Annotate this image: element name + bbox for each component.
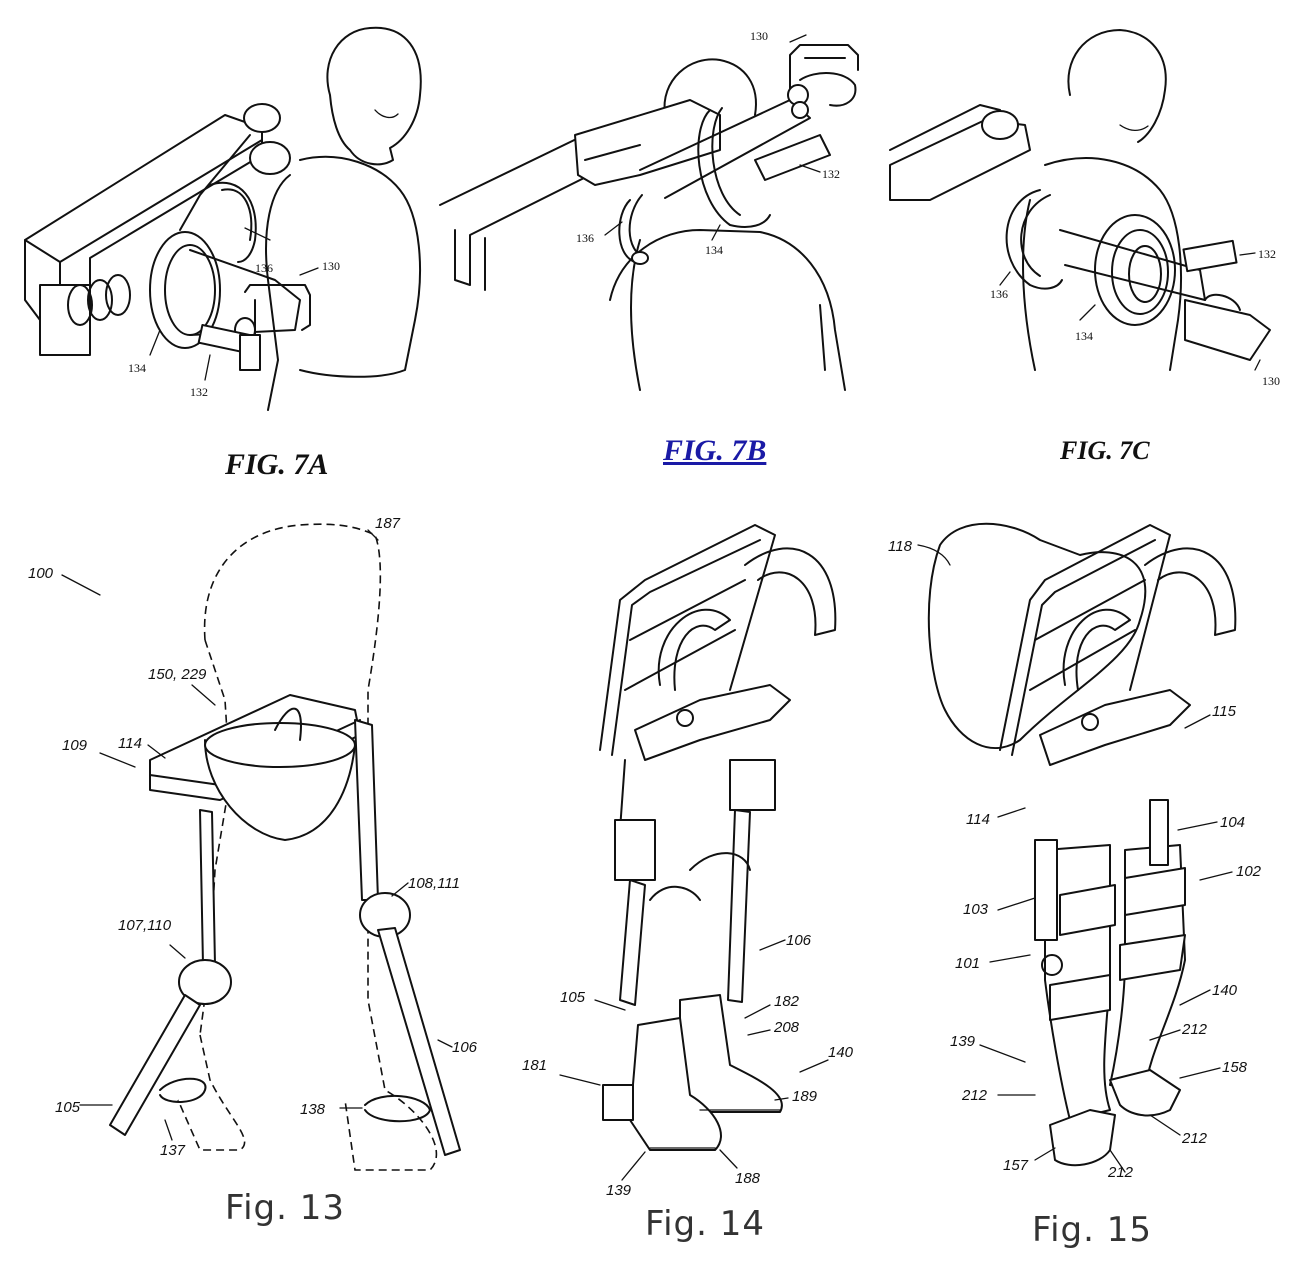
fig15-ref-118: 118 <box>888 538 913 555</box>
fig7c-ref-130: 130 <box>1262 374 1280 388</box>
fig13-caption: Fig. 13 <box>225 1188 345 1228</box>
fig13-drawing: 187 100 150, 229 109 114 108,111 107,110… <box>28 515 478 1171</box>
fig13-ref-100: 100 <box>28 565 54 582</box>
fig13-ref-187: 187 <box>375 515 401 532</box>
fig7b-drawing: 130 132 136 134 <box>439 29 859 391</box>
fig14-ref-140: 140 <box>828 1044 854 1061</box>
fig7a-ref-136: 136 <box>255 261 273 275</box>
fig13-ref-105: 105 <box>55 1099 81 1116</box>
fig14-ref-188: 188 <box>735 1170 761 1187</box>
fig14-drawing: 106 105 182 208 140 181 189 139 188 <box>522 524 854 1199</box>
fig15-ref-101: 101 <box>955 955 980 972</box>
fig13-ref-114: 114 <box>118 735 142 752</box>
fig7c-caption: FIG. 7C <box>1060 436 1150 465</box>
fig14-ref-208: 208 <box>773 1019 800 1036</box>
fig13-ref-138: 138 <box>300 1101 326 1118</box>
fig14-ref-181: 181 <box>522 1057 547 1074</box>
fig14-ref-105: 105 <box>560 989 586 1006</box>
fig13-ref-106: 106 <box>452 1039 478 1056</box>
fig15-ref-140: 140 <box>1212 982 1238 999</box>
fig7a-ref-132: 132 <box>190 385 208 399</box>
fig14-caption: Fig. 14 <box>645 1204 765 1244</box>
fig15-ref-103: 103 <box>963 901 989 918</box>
fig13-ref-108-111: 108,111 <box>408 875 460 892</box>
fig15-caption: Fig. 15 <box>1032 1210 1152 1250</box>
fig7b-ref-136: 136 <box>576 231 594 245</box>
fig14-ref-139: 139 <box>606 1182 632 1199</box>
fig7c-ref-136: 136 <box>990 287 1008 301</box>
fig7a-drawing: 134 132 136 130 <box>24 26 422 411</box>
fig13-ref-137: 137 <box>160 1142 186 1159</box>
fig14-ref-106: 106 <box>786 932 812 949</box>
fig7c-ref-132: 132 <box>1258 247 1276 261</box>
fig7a-ref-134: 134 <box>128 361 146 375</box>
fig15-drawing: 118 115 114 104 102 103 101 140 212 139 … <box>888 522 1262 1181</box>
fig13-ref-150-229: 150, 229 <box>148 666 207 683</box>
fig7a-ref-130: 130 <box>322 259 340 273</box>
fig15-ref-158: 158 <box>1222 1059 1248 1076</box>
fig15-ref-157: 157 <box>1003 1157 1029 1174</box>
fig7c-drawing: 136 134 132 130 <box>889 29 1280 388</box>
fig15-ref-212a: 212 <box>1181 1021 1208 1038</box>
fig15-ref-212d: 212 <box>1107 1164 1134 1181</box>
fig15-ref-114: 114 <box>966 811 990 828</box>
fig14-ref-189: 189 <box>792 1088 818 1105</box>
fig7b-ref-134: 134 <box>705 243 723 257</box>
fig15-ref-212c: 212 <box>1181 1130 1208 1147</box>
fig7b-ref-132: 132 <box>822 167 840 181</box>
fig7b-ref-130: 130 <box>750 29 768 43</box>
fig7b-caption[interactable]: FIG. 7B <box>663 434 767 467</box>
fig15-ref-102: 102 <box>1236 863 1262 880</box>
fig15-ref-104: 104 <box>1220 814 1245 831</box>
fig15-ref-139: 139 <box>950 1033 976 1050</box>
fig15-ref-115: 115 <box>1212 703 1237 720</box>
fig15-ref-212b: 212 <box>961 1087 988 1104</box>
fig7a-caption: FIG. 7A <box>225 448 329 481</box>
fig13-ref-109: 109 <box>62 737 88 754</box>
fig14-ref-182: 182 <box>774 993 800 1010</box>
fig7c-ref-134: 134 <box>1075 329 1093 343</box>
fig13-ref-107-110: 107,110 <box>118 917 172 934</box>
